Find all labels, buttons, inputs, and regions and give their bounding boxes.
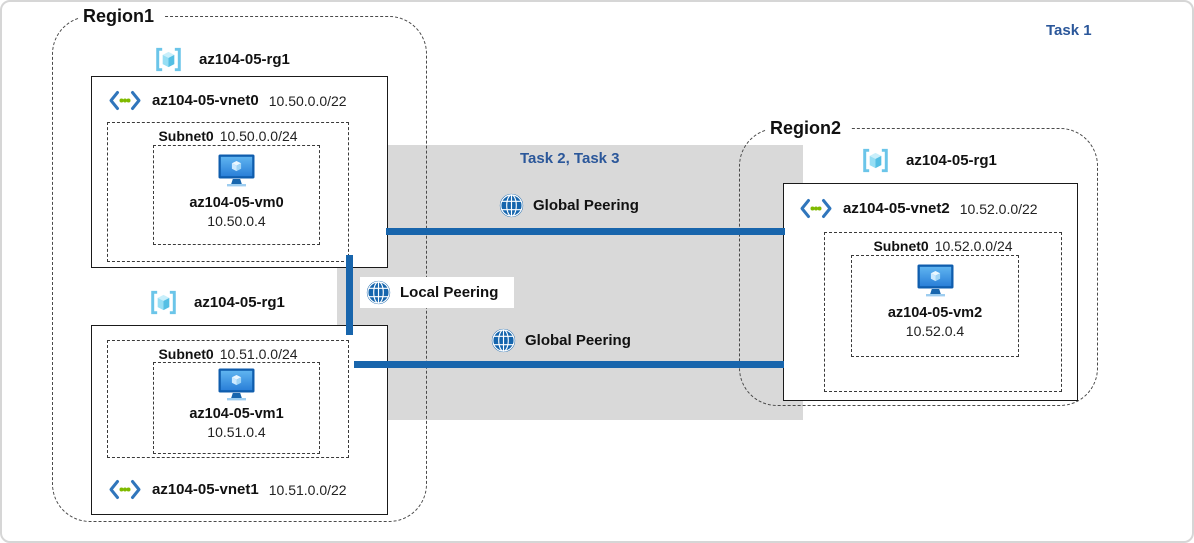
vnet0-row: az104-05-vnet0 10.50.0.0/22 xyxy=(108,90,347,111)
vnet-name: az104-05-vnet2 xyxy=(843,200,950,217)
vm-icon xyxy=(917,264,954,297)
vm0-box: az104-05-vm0 10.50.0.4 xyxy=(153,145,320,245)
vm-icon xyxy=(218,154,255,187)
vnet-cidr: 10.52.0.0/22 xyxy=(959,200,1038,217)
subnet-cidr: 10.52.0.0/24 xyxy=(934,238,1013,254)
globe-peering-icon xyxy=(366,280,391,305)
global-peering-label-bottom: Global Peering xyxy=(491,328,631,353)
region1-label: Region1 xyxy=(79,6,165,27)
vnet-name: az104-05-vnet1 xyxy=(152,481,259,498)
subnet-name: Subnet0 xyxy=(158,128,214,144)
globe-peering-icon xyxy=(499,193,524,218)
vm1-box: az104-05-vm1 10.51.0.4 xyxy=(153,362,320,454)
peering-label-text: Global Peering xyxy=(525,332,631,349)
global-peering-line-top xyxy=(386,228,785,235)
vm-ip: 10.52.0.4 xyxy=(905,323,965,339)
subnet0-box-vnet1: Subnet0 10.51.0.0/24 az104-05-vm1 10.51.… xyxy=(107,340,349,458)
subnet0-box-vnet2: Subnet0 10.52.0.0/24 az104-05-vm2 10.52.… xyxy=(824,232,1062,392)
resource-group-icon xyxy=(153,44,184,75)
globe-peering-icon xyxy=(491,328,516,353)
vm-icon xyxy=(218,368,255,401)
vnet2-row: az104-05-vnet2 10.52.0.0/22 xyxy=(799,198,1038,219)
global-peering-line-bottom xyxy=(354,361,784,368)
vm-ip: 10.50.0.4 xyxy=(207,213,266,229)
vnet-cidr: 10.50.0.0/22 xyxy=(268,92,347,109)
subnet-name: Subnet0 xyxy=(873,238,929,254)
region2-label: Region2 xyxy=(766,118,852,139)
vnet-icon xyxy=(108,90,142,111)
resource-group-box-vnet0: az104-05-vnet0 10.50.0.0/22 Subnet0 10.5… xyxy=(91,76,388,268)
task23-label: Task 2, Task 3 xyxy=(520,150,620,167)
local-peering-label: Local Peering xyxy=(360,277,515,308)
vm-ip: 10.51.0.4 xyxy=(207,424,266,440)
subnet-label: Subnet0 10.50.0.0/24 xyxy=(108,128,348,144)
resource-group-header-region2: az104-05-rg1 xyxy=(860,145,997,176)
vm-name: az104-05-vm0 xyxy=(189,195,284,211)
task1-label: Task 1 xyxy=(1046,22,1092,39)
peering-label-text: Local Peering xyxy=(400,284,499,301)
subnet-label: Subnet0 10.52.0.0/24 xyxy=(825,238,1061,254)
vm2-box: az104-05-vm2 10.52.0.4 xyxy=(851,255,1019,357)
peering-label-text: Global Peering xyxy=(533,197,639,214)
subnet-cidr: 10.51.0.0/24 xyxy=(219,346,298,362)
region1: Region1 az104-05-rg1 az104-05-vnet0 10.5… xyxy=(52,6,427,522)
vnet-name: az104-05-vnet0 xyxy=(152,92,259,109)
vnet-cidr: 10.51.0.0/22 xyxy=(268,481,347,498)
resource-group-name: az104-05-rg1 xyxy=(194,294,285,311)
resource-group-header-bottom: az104-05-rg1 xyxy=(148,287,285,318)
resource-group-icon xyxy=(860,145,891,176)
vnet1-row: az104-05-vnet1 10.51.0.0/22 xyxy=(108,479,347,500)
resource-group-name: az104-05-rg1 xyxy=(906,152,997,169)
subnet-label: Subnet0 10.51.0.0/24 xyxy=(108,346,348,362)
global-peering-label-top: Global Peering xyxy=(499,193,639,218)
resource-group-box-vnet1: Subnet0 10.51.0.0/24 az104-05-vm1 10.51.… xyxy=(91,325,388,515)
vm-name: az104-05-vm1 xyxy=(189,406,284,422)
region2: Region2 az104-05-rg1 az104-05-vnet2 10.5… xyxy=(739,118,1098,406)
local-peering-line xyxy=(346,255,353,335)
resource-group-header-top: az104-05-rg1 xyxy=(153,44,290,75)
subnet0-box-vnet0: Subnet0 10.50.0.0/24 az104-05-vm0 10.50.… xyxy=(107,122,349,262)
subnet-cidr: 10.50.0.0/24 xyxy=(219,128,298,144)
vm-name: az104-05-vm2 xyxy=(887,305,983,321)
resource-group-name: az104-05-rg1 xyxy=(199,51,290,68)
resource-group-icon xyxy=(148,287,179,318)
subnet-name: Subnet0 xyxy=(158,346,214,362)
vnet-icon xyxy=(108,479,142,500)
vnet-icon xyxy=(799,198,833,219)
resource-group-box-vnet2: az104-05-vnet2 10.52.0.0/22 Subnet0 10.5… xyxy=(783,183,1078,401)
